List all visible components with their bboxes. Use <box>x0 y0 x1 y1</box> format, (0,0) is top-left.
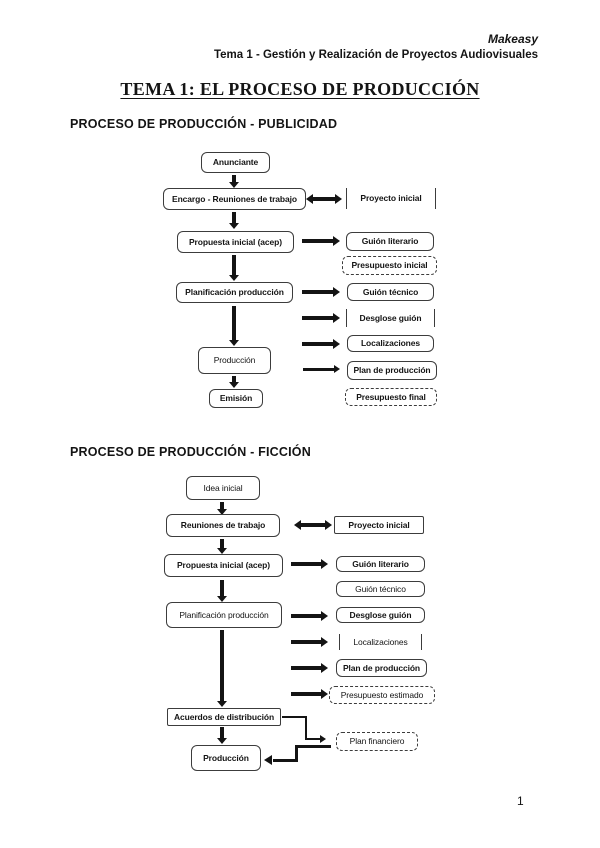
down-arrow-icon <box>217 630 227 707</box>
right-arrow-icon <box>291 662 328 674</box>
down-arrow-icon <box>229 376 239 388</box>
connector-line <box>305 738 321 740</box>
right-arrow-icon <box>291 636 328 648</box>
right-arrow-icon <box>302 286 340 298</box>
down-arrow-icon <box>217 580 227 602</box>
flow-node-reuniones-de-trabajo: Reuniones de trabajo <box>166 514 280 537</box>
section-heading-ficcion: PROCESO DE PRODUCCIÓN - FICCIÓN <box>70 445 311 459</box>
flow-node-guion-literario: Guión literario <box>346 232 434 251</box>
flow-node-plan-financiero: Plan financiero <box>336 732 418 751</box>
flow-node-guion-tecnico-ficcion: Guión técnico <box>336 581 425 597</box>
flow-node-acuerdos-distribucion: Acuerdos de distribución <box>167 708 281 726</box>
flow-node-presupuesto-final: Presupuesto final <box>345 388 437 406</box>
down-arrow-icon <box>217 727 227 744</box>
double-arrow-icon <box>294 519 332 531</box>
flow-node-plan-de-produccion: Plan de producción <box>347 361 437 380</box>
right-arrow-icon <box>291 688 328 700</box>
arrow-head-left-icon <box>294 520 301 530</box>
flow-node-proyecto-inicial-ficcion: Proyecto inicial <box>334 516 424 534</box>
arrow-head-left-icon <box>306 194 313 204</box>
flow-node-planificacion-produccion: Planificación producción <box>176 282 293 303</box>
flow-node-presupuesto-inicial: Presupuesto inicial <box>342 256 437 275</box>
down-arrow-icon <box>217 502 227 515</box>
right-arrow-icon <box>302 312 340 324</box>
down-arrow-icon <box>217 539 227 554</box>
page-title: TEMA 1: EL PROCESO DE PRODUCCIÓN <box>120 79 480 99</box>
down-arrow-icon <box>229 306 239 346</box>
right-arrow-icon <box>291 558 328 570</box>
connector-arrowhead-icon <box>320 735 326 743</box>
flow-node-propuesta-inicial: Propuesta inicial (acep) <box>177 231 294 253</box>
connector-line <box>295 745 331 748</box>
down-arrow-icon <box>229 212 239 229</box>
connector-arrowhead-icon <box>264 755 272 765</box>
flow-node-presupuesto-estimado: Presupuesto estimado <box>329 686 435 704</box>
right-arrow-icon <box>291 610 328 622</box>
right-arrow-icon <box>303 363 340 375</box>
down-arrow-icon <box>229 175 239 188</box>
flow-node-desglose-guion-ficcion: Desglose guión <box>336 607 425 623</box>
flow-node-produccion: Producción <box>198 347 271 374</box>
connector-line <box>273 759 298 762</box>
right-arrow-icon <box>302 235 340 247</box>
flow-node-plan-de-produccion-ficcion: Plan de producción <box>336 659 427 677</box>
flow-node-guion-tecnico: Guión técnico <box>347 283 434 301</box>
flow-node-localizaciones: Localizaciones <box>347 335 434 352</box>
double-arrow-icon <box>306 193 342 205</box>
flow-node-idea-inicial: Idea inicial <box>186 476 260 500</box>
flow-node-desglose-guion: Desglose guión <box>346 309 435 327</box>
connector-line <box>282 716 307 718</box>
flow-node-emision: Emisión <box>209 389 263 408</box>
down-arrow-icon <box>229 255 239 281</box>
flow-node-propuesta-inicial-ficcion: Propuesta inicial (acep) <box>164 554 283 577</box>
right-arrow-icon <box>302 338 340 350</box>
flow-node-guion-literario-ficcion: Guión literario <box>336 556 425 572</box>
flow-node-anunciante: Anunciante <box>201 152 270 173</box>
flow-node-produccion-ficcion: Producción <box>191 745 261 771</box>
section-heading-publicidad: PROCESO DE PRODUCCIÓN - PUBLICIDAD <box>70 117 338 131</box>
connector-line <box>295 745 298 762</box>
header-brand: Makeasy <box>487 32 538 46</box>
flow-node-proyecto-inicial: Proyecto inicial <box>346 188 436 209</box>
header-course-line: Tema 1 - Gestión y Realización de Proyec… <box>213 49 538 61</box>
flow-node-planificacion-produccion-ficcion: Planificación producción <box>166 602 282 628</box>
connector-line <box>305 716 307 740</box>
flow-node-localizaciones-ficcion: Localizaciones <box>339 634 422 650</box>
page-number: 1 <box>517 794 524 808</box>
flow-node-encargo-reuniones: Encargo - Reuniones de trabajo <box>163 188 306 210</box>
